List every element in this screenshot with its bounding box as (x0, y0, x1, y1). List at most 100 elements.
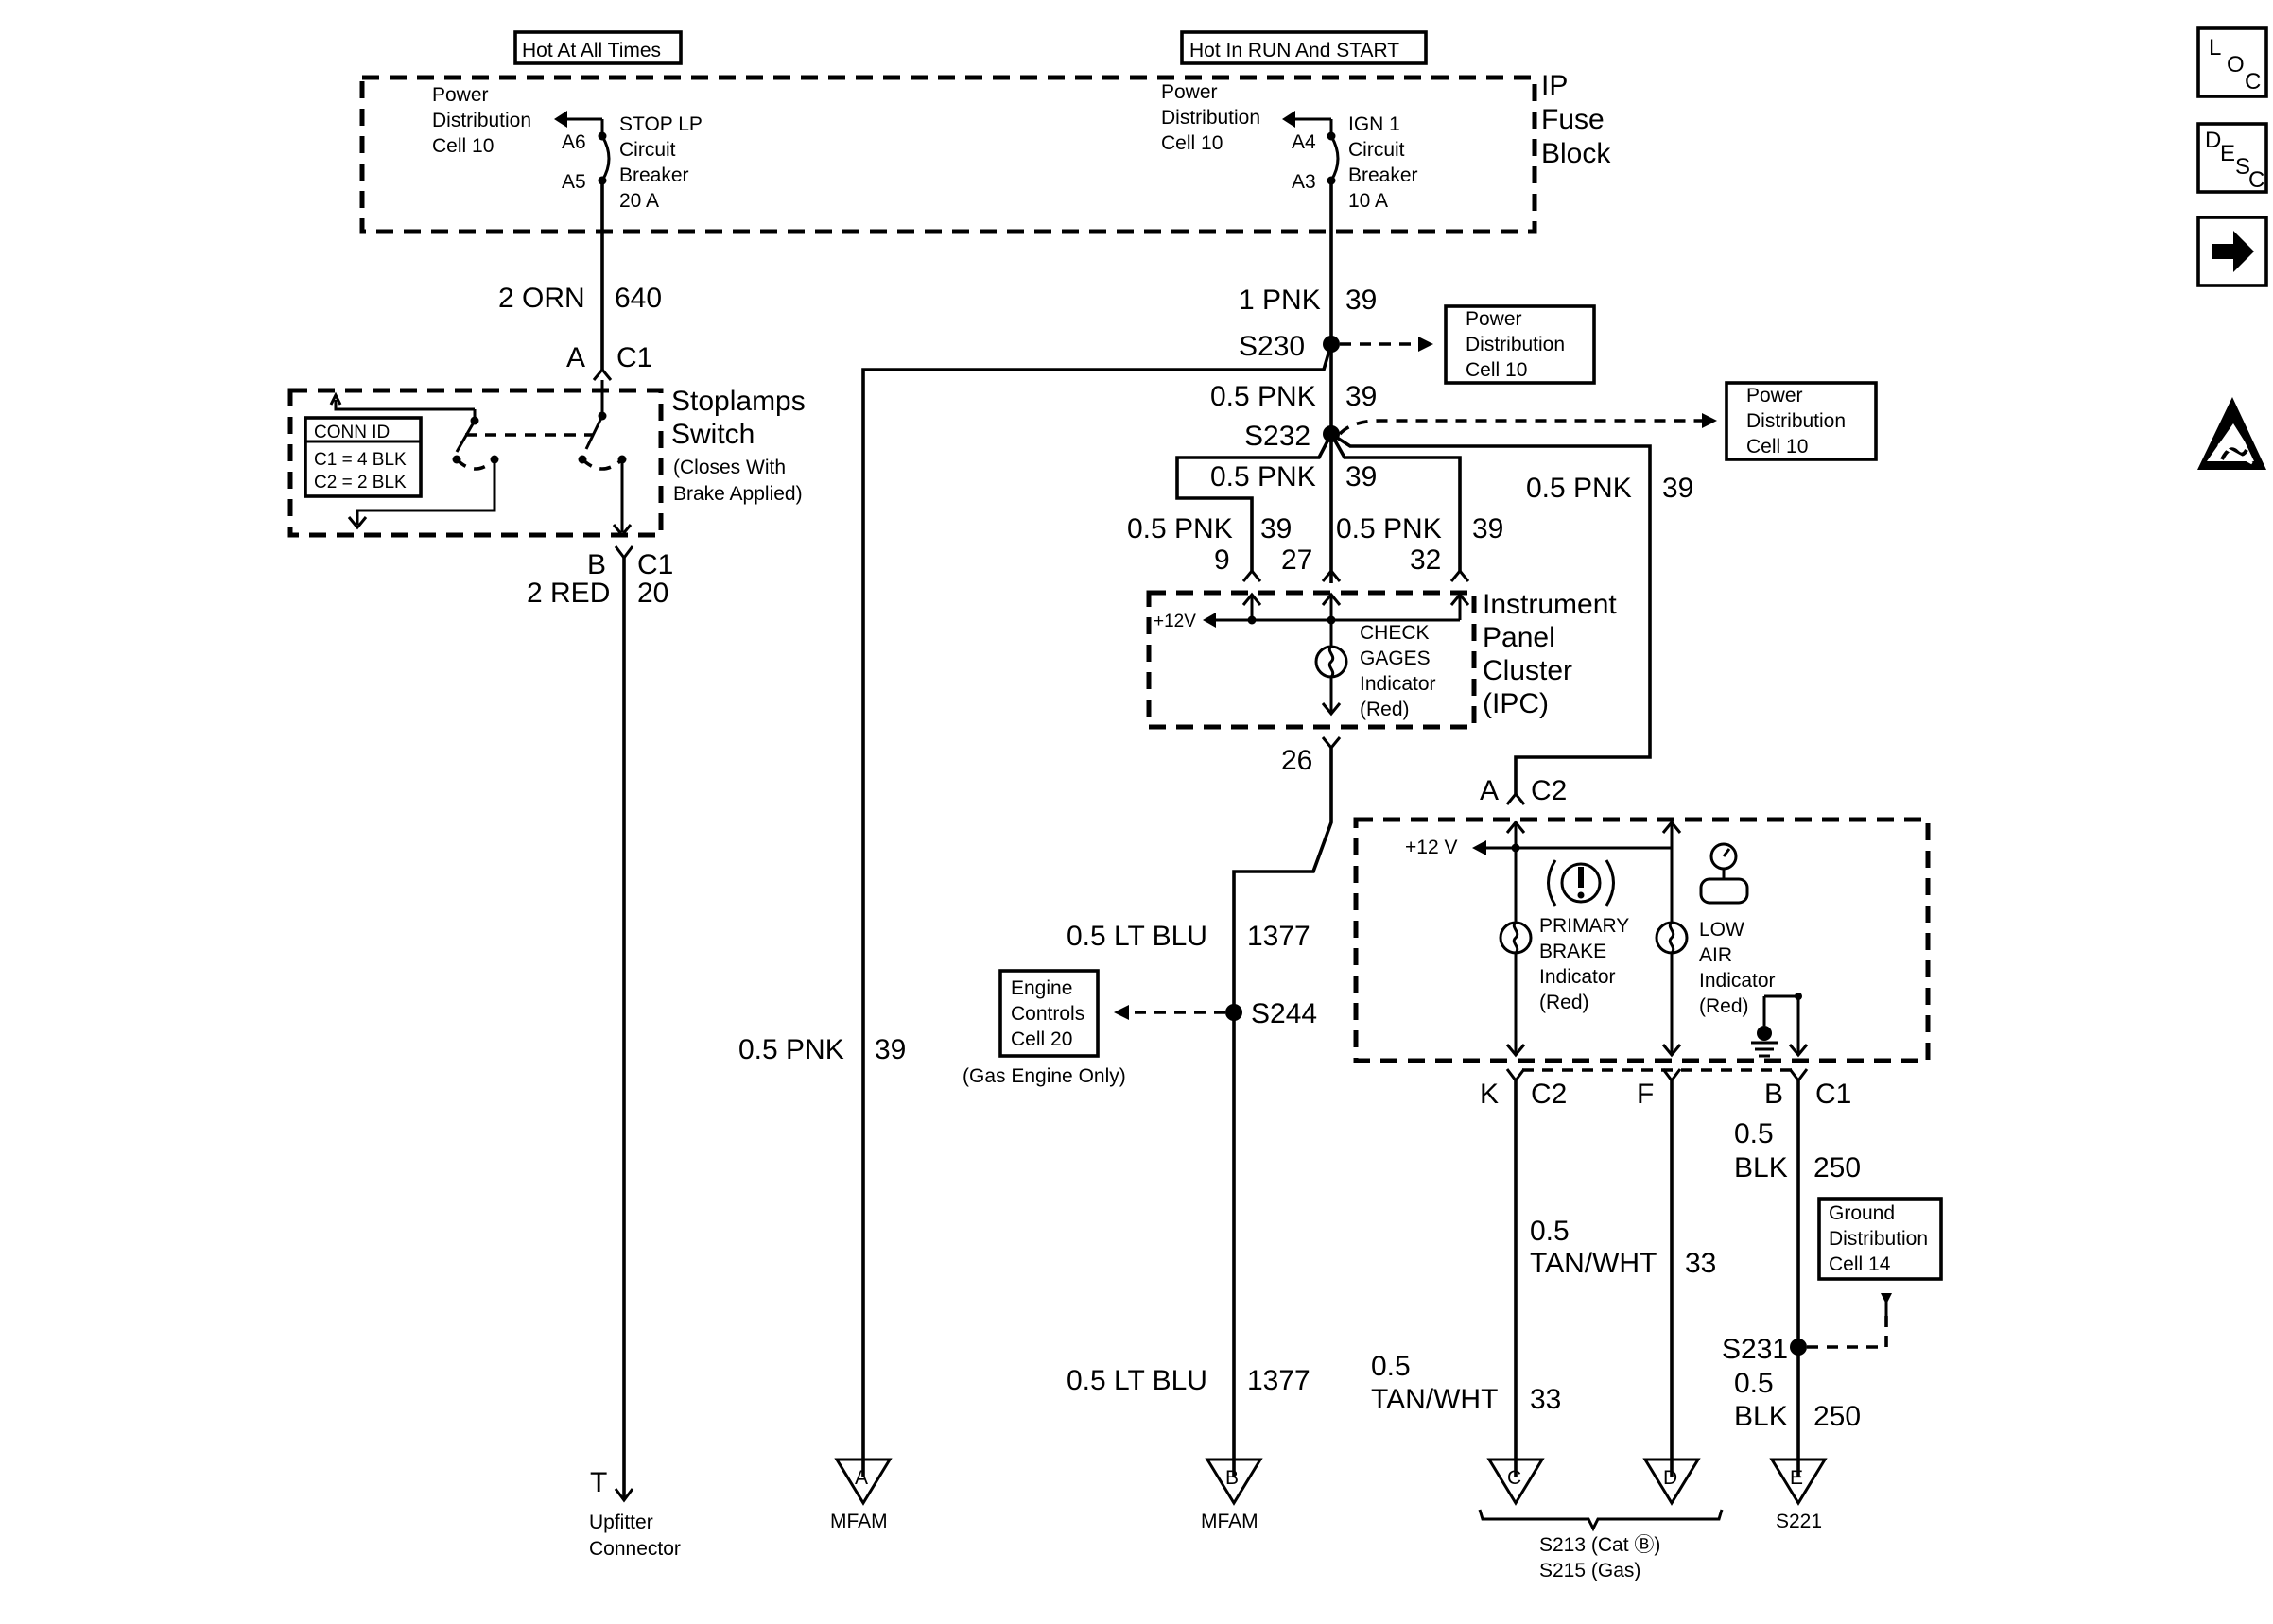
wire-39-gauge-2: 0.5 PNK (1210, 381, 1316, 412)
brake-c1-label: C1 (1815, 1079, 1851, 1110)
ipc-outline (1146, 590, 1477, 730)
svg-text:MFAM: MFAM (1201, 1511, 1258, 1532)
svg-text:Power: Power (432, 84, 489, 106)
svg-text:Switch: Switch (671, 419, 755, 450)
svg-text:STOP LP: STOP LP (619, 113, 703, 135)
svg-text:Cell 20: Cell 20 (1011, 1028, 1072, 1050)
svg-text:+12 V: +12 V (1405, 837, 1457, 858)
svg-text:BLK: BLK (1734, 1152, 1788, 1183)
splice-s231-label: S231 (1722, 1334, 1788, 1365)
gas-engine-only-note: (Gas Engine Only) (963, 1065, 1126, 1087)
svg-text:Indicator: Indicator (1539, 966, 1616, 988)
ign1-breaker-symbol (1329, 135, 1340, 181)
splice-s244 (1225, 1004, 1242, 1021)
brake-c2-label-top: C2 (1531, 775, 1567, 806)
power-distribution-ref-s232[interactable]: Power Distribution Cell 10 (1725, 381, 1878, 461)
brake-conn-b-label: B (1764, 1079, 1783, 1110)
svg-text:Engine: Engine (1011, 977, 1072, 999)
brake-module-internals: +12 V PRIMARY BRAKE Indicator (Red) LOW … (1405, 820, 1809, 1058)
svg-text:20 A: 20 A (619, 190, 659, 212)
svg-text:Power: Power (1746, 385, 1803, 406)
svg-text:D: D (2205, 128, 2221, 153)
wire-39-gauge-3: 0.5 PNK (1210, 461, 1316, 492)
svg-text:Indicator: Indicator (1699, 970, 1776, 992)
svg-text:AIR: AIR (1699, 944, 1732, 966)
wire-39-circuit-1: 39 (1345, 285, 1377, 316)
stoplamps-switch-title: Stoplamps Switch (Closes With Brake Appl… (671, 386, 806, 505)
loc-button[interactable]: L O C (2196, 26, 2268, 98)
arrow-right-icon[interactable] (2196, 216, 2268, 287)
wire-20-gauge: 2 RED (527, 578, 610, 609)
svg-text:Distribution: Distribution (1746, 410, 1846, 432)
wire-1377-circuit-bottom: 1377 (1247, 1365, 1310, 1396)
svg-text:(Red): (Red) (1539, 992, 1589, 1013)
wire-39-gauge-brake: 0.5 PNK (1526, 473, 1632, 504)
conn-a-label: A (566, 342, 585, 373)
wire-33-label-upper: 0.5 TAN/WHT 33 (1530, 1216, 1716, 1279)
svg-text:TAN/WHT: TAN/WHT (1371, 1384, 1498, 1415)
ground-distribution-ref[interactable]: Ground Distribution Cell 14 (1817, 1197, 1943, 1281)
svg-text:(Closes With: (Closes With (673, 457, 786, 478)
svg-text:(IPC): (IPC) (1483, 688, 1549, 719)
svg-text:Cell 10: Cell 10 (1746, 436, 1808, 458)
svg-text:0.5: 0.5 (1734, 1368, 1774, 1399)
svg-text:S: S (2235, 154, 2250, 180)
brake-module-outline (1353, 817, 1931, 1063)
brake-conn-f-label: F (1637, 1079, 1654, 1110)
wire-39-gauge-1pnk: 1 PNK (1239, 285, 1321, 316)
desc-button[interactable]: D E S C (2196, 122, 2268, 194)
stoplamps-switch-outline (287, 388, 664, 538)
svg-text:0.5: 0.5 (1734, 1118, 1774, 1149)
power-distribution-ref-s230[interactable]: Power Distribution Cell 10 (1444, 304, 1596, 385)
svg-text:Distribution: Distribution (1466, 334, 1565, 355)
ipc-pin-27: 27 (1281, 544, 1312, 576)
pin-a6: A6 (562, 131, 586, 153)
svg-text:Block: Block (1541, 138, 1611, 169)
svg-text:Controls: Controls (1011, 1003, 1084, 1025)
svg-text:Indicator: Indicator (1360, 673, 1436, 695)
terminal-c: C (1486, 1458, 1545, 1506)
stoplamps-switch-contacts (329, 380, 633, 538)
upfitter-connector-label: Upfitter Connector (589, 1512, 681, 1560)
svg-text:C2 = 2 BLK: C2 = 2 BLK (314, 473, 407, 492)
wire-39-circuit-3: 39 (1345, 461, 1377, 492)
svg-text:BLK: BLK (1734, 1401, 1788, 1432)
svg-text:0.5: 0.5 (1371, 1351, 1411, 1382)
engine-controls-ref[interactable]: Engine Controls Cell 20 (998, 969, 1100, 1058)
c1-label-bottom: C1 (637, 549, 673, 580)
svg-text:(Red): (Red) (1360, 699, 1410, 720)
terminal-c-d-bracket (1478, 1509, 1724, 1532)
ip-fuse-block-title: IP Fuse Block (1541, 70, 1611, 169)
ip-fuse-block-outline (359, 75, 1537, 234)
svg-text:B: B (1225, 1467, 1239, 1489)
svg-text:A: A (855, 1467, 868, 1489)
pin-a3: A3 (1292, 171, 1316, 193)
svg-text:L: L (2209, 35, 2221, 60)
svg-text:Cluster: Cluster (1483, 655, 1572, 686)
svg-text:S213 (Cat Ⓑ): S213 (Cat Ⓑ) (1539, 1534, 1660, 1556)
svg-text:33: 33 (1530, 1384, 1561, 1415)
svg-text:Breaker: Breaker (1348, 164, 1418, 186)
wire-39-gauge-pin9: 0.5 PNK (1127, 513, 1233, 544)
hot-in-run-start-label: Hot In RUN And START (1180, 30, 1428, 65)
wire-39-circuit-pin32: 39 (1472, 513, 1503, 544)
splice-s230-label: S230 (1239, 331, 1305, 362)
svg-text:D: D (1663, 1467, 1677, 1489)
svg-text:250: 250 (1813, 1401, 1861, 1432)
brake-conn-k-label: K (1480, 1079, 1499, 1110)
wire-39-gauge-mfam: 0.5 PNK (738, 1034, 844, 1065)
svg-text:Circuit: Circuit (1348, 139, 1405, 161)
wire-39-circuit-pin9: 39 (1260, 513, 1292, 544)
ipc-pin-32: 32 (1410, 544, 1441, 576)
svg-text:Connector: Connector (589, 1538, 681, 1560)
svg-text:Distribution: Distribution (1829, 1228, 1928, 1250)
ign1-breaker-label: IGN 1 Circuit Breaker 10 A (1348, 113, 1418, 212)
svg-text:Ground: Ground (1829, 1202, 1895, 1224)
svg-text:E: E (1790, 1467, 1803, 1489)
svg-text:Instrument: Instrument (1483, 589, 1617, 620)
svg-text:C: C (1507, 1467, 1521, 1489)
svg-text:+12V: +12V (1154, 612, 1196, 631)
terminal-b-mfam: B MFAM (1201, 1458, 1263, 1532)
svg-text:Hot At All Times: Hot At All Times (522, 40, 661, 61)
svg-text:Stoplamps: Stoplamps (671, 386, 806, 417)
